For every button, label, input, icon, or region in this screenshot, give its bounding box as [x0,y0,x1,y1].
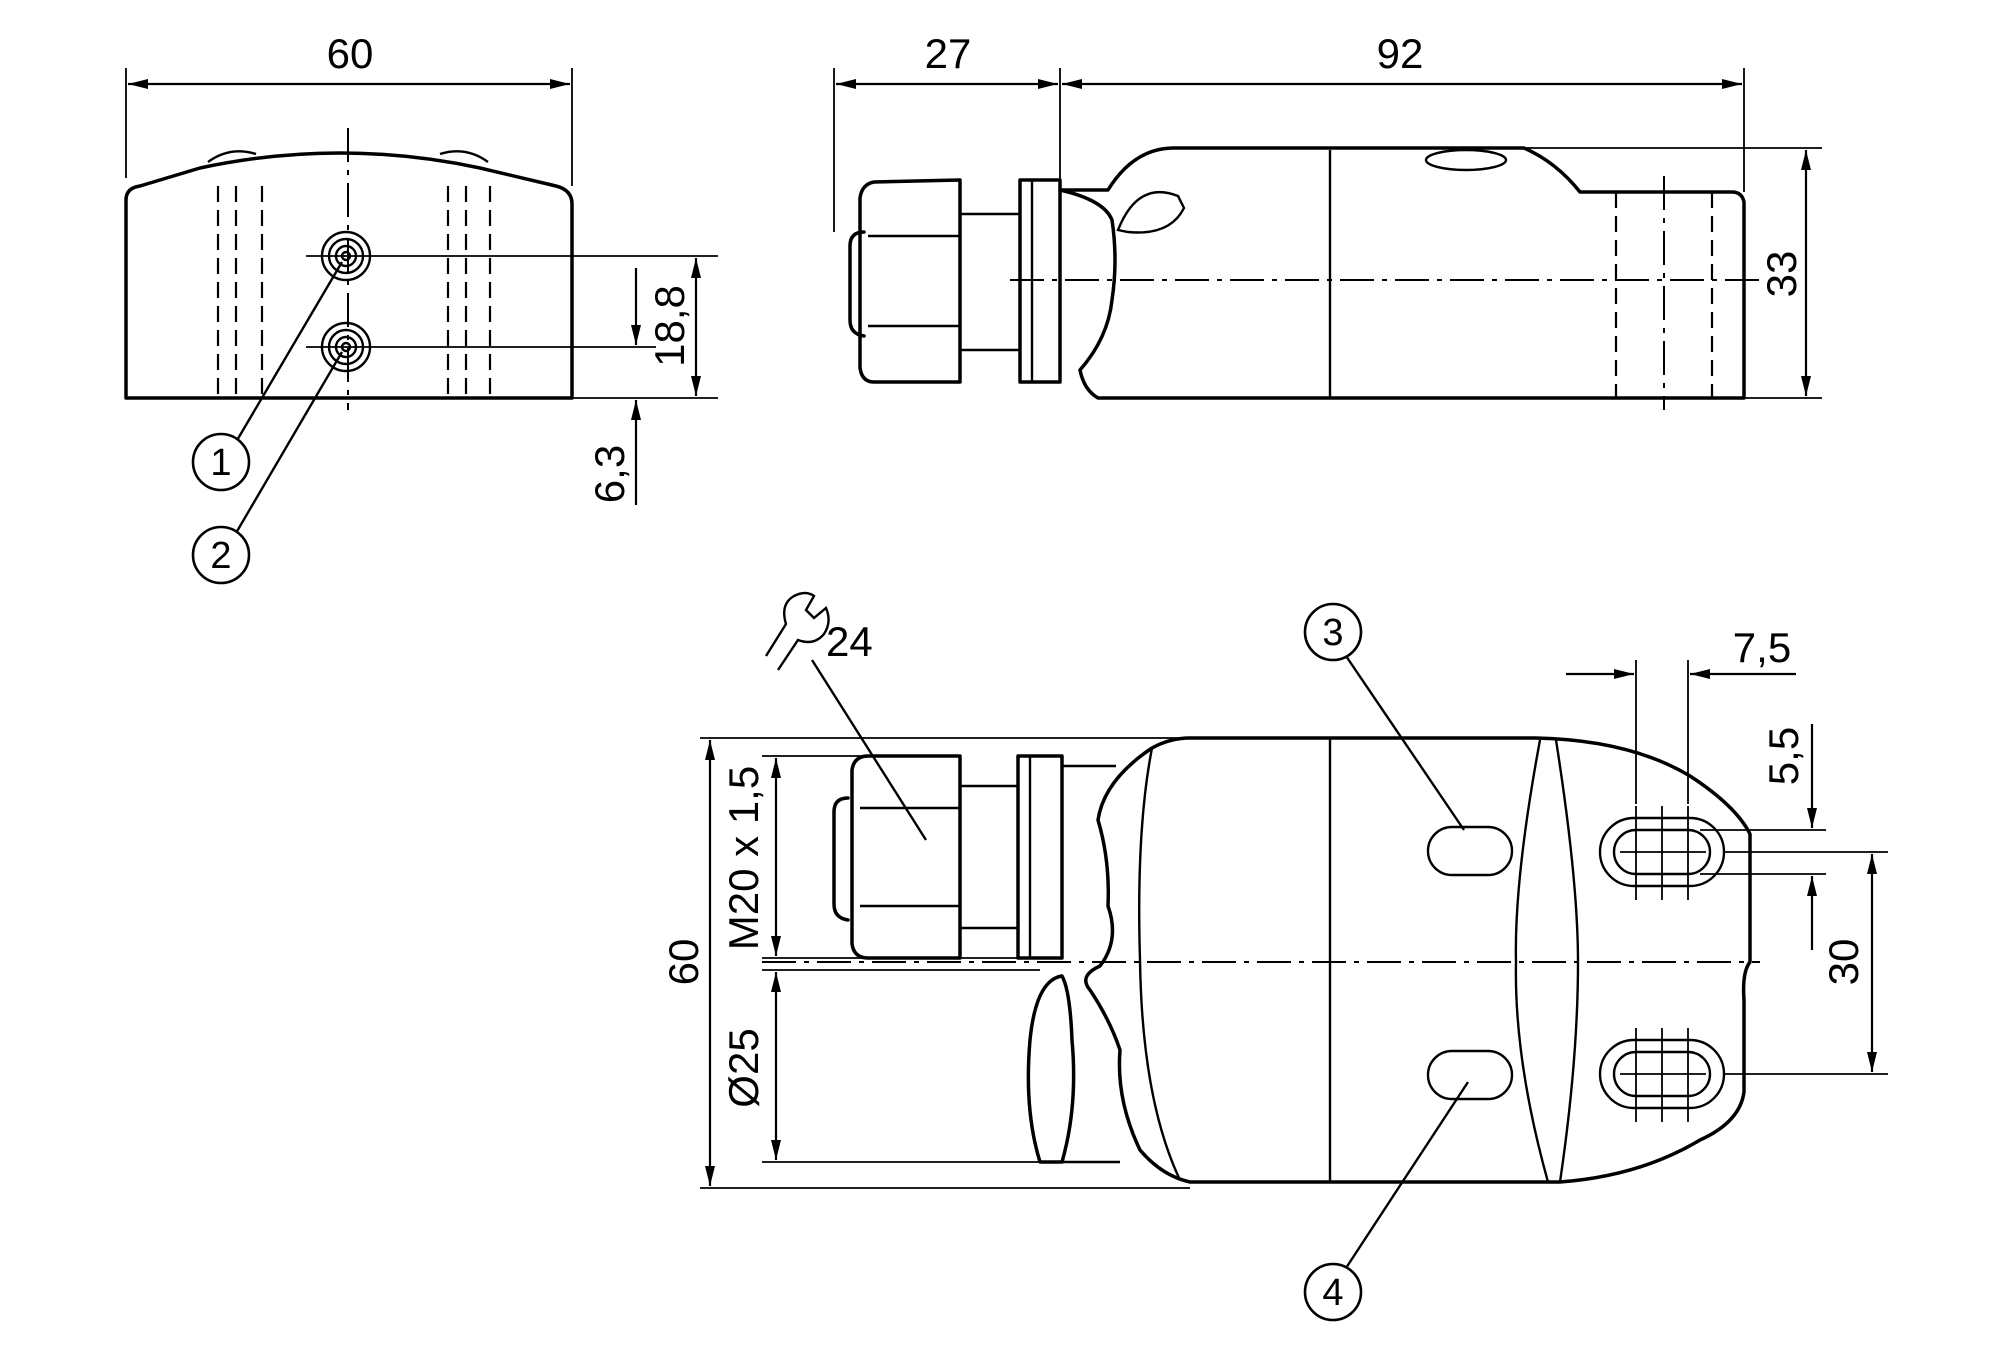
callout-3: 3 [1303,602,1363,662]
svg-text:2: 2 [210,535,231,577]
front-view [124,68,718,534]
dim-hole-spacing: 30 [1820,939,1867,986]
top-view [700,655,1888,1269]
callout-1: 1 [191,432,251,492]
dim-front-width: 60 [327,30,374,77]
dim-gland-diameter: Ø25 [720,1028,767,1107]
svg-text:1: 1 [210,442,231,484]
callout-2: 2 [191,525,251,585]
mounting-slot-upper [1598,806,1726,900]
svg-text:3: 3 [1322,612,1343,654]
dim-led-bottom-offset: 6,3 [586,445,633,503]
dim-top-width: 60 [660,939,707,986]
dim-led-spacing: 18,8 [646,285,693,367]
dim-slot-width: 5,5 [1760,727,1807,785]
dim-side-height: 33 [1758,251,1805,298]
side-view [833,68,1822,410]
dim-cable-gland-length: 27 [925,30,972,77]
dim-slot-length: 7,5 [1733,624,1791,671]
dim-wrench-size: 24 [826,618,873,665]
dim-thread: M20 x 1,5 [720,766,767,950]
svg-text:4: 4 [1322,1272,1343,1314]
dim-body-length: 92 [1377,30,1424,77]
mounting-slot-lower [1598,1028,1726,1122]
callout-4: 4 [1303,1262,1363,1322]
wrench-icon [764,591,830,671]
